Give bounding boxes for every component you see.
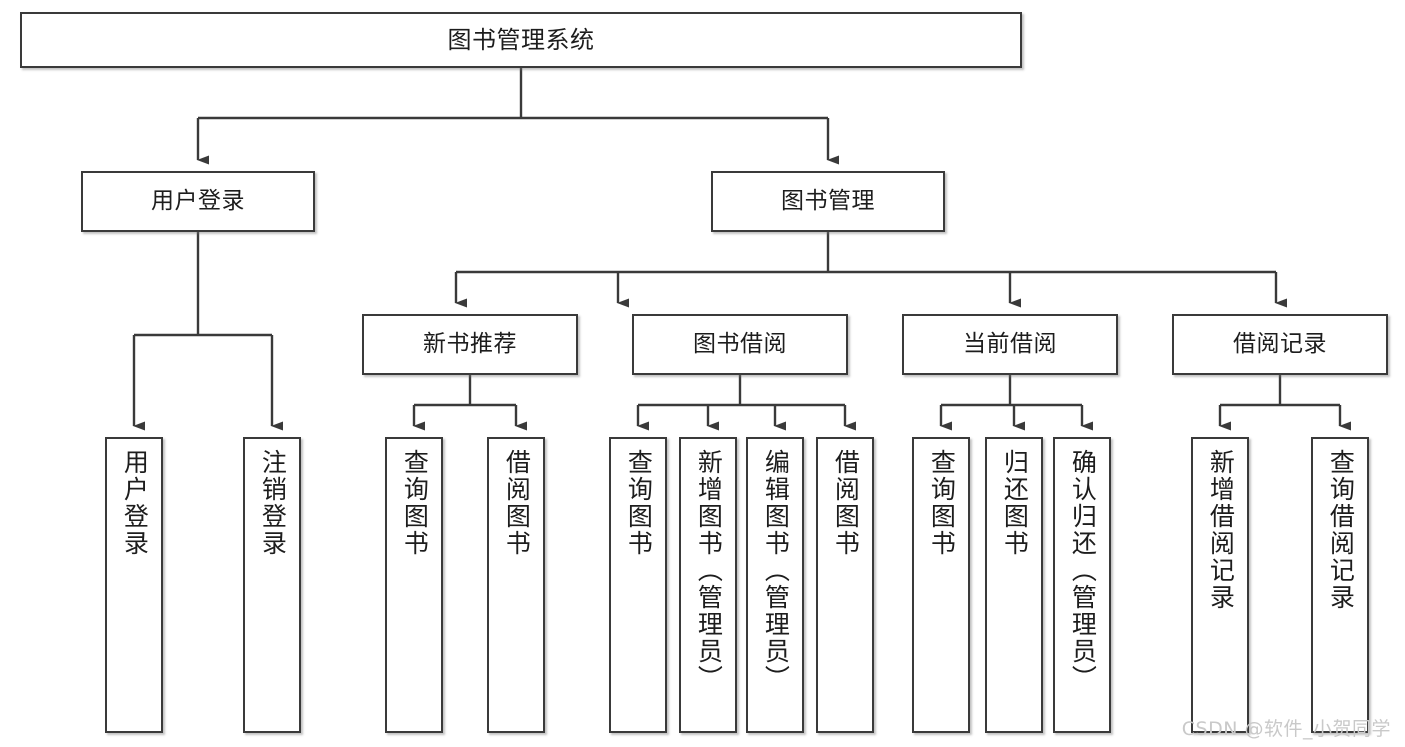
node-leaf-add-borrow-record[interactable]: 新增借阅记录 <box>1191 437 1249 733</box>
node-leaf-user-login-label: 用户登录 <box>120 449 150 557</box>
node-leaf-query-borrow-record[interactable]: 查询借阅记录 <box>1311 437 1369 733</box>
connector-currentborrow-to-leaves <box>939 375 1093 431</box>
node-leaf-confirm-return-admin[interactable]: 确认归还（管理员） <box>1053 437 1111 733</box>
node-new-book-recommend-label: 新书推荐 <box>423 330 517 357</box>
node-root-system-label: 图书管理系统 <box>447 25 595 54</box>
node-leaf-borrow-book-recommend-label: 借阅图书 <box>502 449 532 557</box>
node-root-system[interactable]: 图书管理系统 <box>20 12 1022 68</box>
node-leaf-query-book[interactable]: 查询图书 <box>609 437 667 733</box>
node-leaf-borrow-book-label: 借阅图书 <box>831 449 861 557</box>
connector-bookborrow-to-leaves <box>636 375 856 431</box>
node-leaf-add-borrow-record-label: 新增借阅记录 <box>1206 449 1236 611</box>
node-leaf-add-book-admin[interactable]: 新增图书（管理员） <box>679 437 737 733</box>
node-book-manage[interactable]: 图书管理 <box>711 171 945 232</box>
node-user-login-label: 用户登录 <box>151 187 245 214</box>
node-leaf-query-book-current[interactable]: 查询图书 <box>912 437 970 733</box>
node-leaf-edit-book-admin-label: 编辑图书（管理员） <box>761 449 791 692</box>
csdn-watermark: CSDN @软件_小贺同学 <box>1181 718 1391 740</box>
node-current-borrow[interactable]: 当前借阅 <box>902 314 1118 375</box>
node-leaf-query-book-label: 查询图书 <box>624 449 654 557</box>
connector-newbookrec-to-leaves <box>412 375 527 431</box>
node-leaf-query-borrow-record-label: 查询借阅记录 <box>1326 449 1356 611</box>
node-leaf-query-book-recommend[interactable]: 查询图书 <box>385 437 443 733</box>
node-new-book-recommend[interactable]: 新书推荐 <box>362 314 578 375</box>
node-leaf-return-book-label: 归还图书 <box>1000 449 1030 557</box>
node-borrow-record[interactable]: 借阅记录 <box>1172 314 1388 375</box>
connector-root-to-level2 <box>196 68 839 165</box>
connector-userlogin-to-leaves <box>132 232 283 431</box>
node-leaf-borrow-book[interactable]: 借阅图书 <box>816 437 874 733</box>
node-leaf-add-book-admin-label: 新增图书（管理员） <box>694 449 724 692</box>
node-borrow-record-label: 借阅记录 <box>1233 330 1327 357</box>
node-book-borrow[interactable]: 图书借阅 <box>632 314 848 375</box>
connector-bookmanage-to-level3 <box>454 232 1287 308</box>
node-leaf-query-book-current-label: 查询图书 <box>927 449 957 557</box>
node-book-borrow-label: 图书借阅 <box>693 330 787 357</box>
node-leaf-confirm-return-admin-label: 确认归还（管理员） <box>1068 449 1098 692</box>
node-leaf-return-book[interactable]: 归还图书 <box>985 437 1043 733</box>
connector-borrowrecord-to-leaves <box>1218 375 1351 431</box>
node-book-manage-label: 图书管理 <box>781 187 875 214</box>
node-leaf-user-login[interactable]: 用户登录 <box>105 437 163 733</box>
node-leaf-user-logout-label: 注销登录 <box>258 449 288 557</box>
node-user-login[interactable]: 用户登录 <box>81 171 315 232</box>
node-leaf-query-book-recommend-label: 查询图书 <box>400 449 430 557</box>
node-leaf-edit-book-admin[interactable]: 编辑图书（管理员） <box>746 437 804 733</box>
node-leaf-user-logout[interactable]: 注销登录 <box>243 437 301 733</box>
node-leaf-borrow-book-recommend[interactable]: 借阅图书 <box>487 437 545 733</box>
node-current-borrow-label: 当前借阅 <box>963 330 1057 357</box>
